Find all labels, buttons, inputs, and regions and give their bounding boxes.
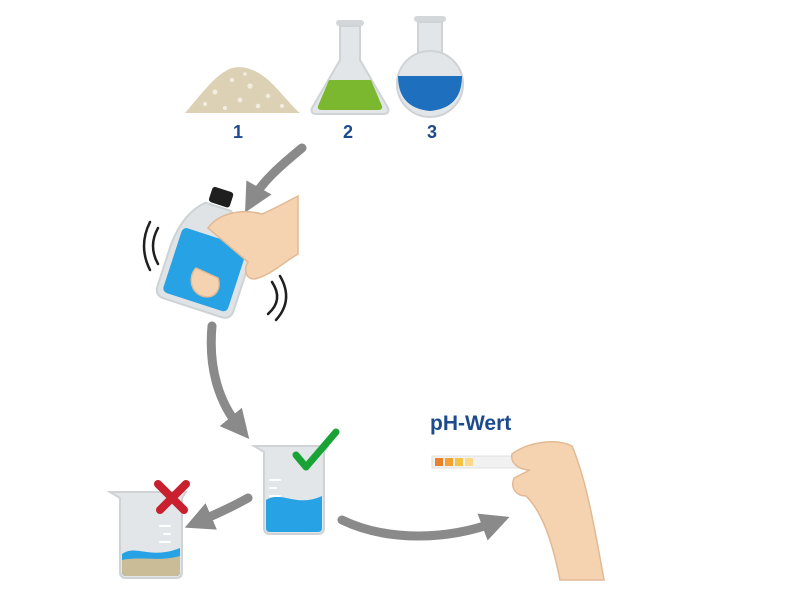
cross-icon: [154, 480, 190, 514]
round-flask-icon: [396, 16, 464, 118]
arrow-to-shaking: [245, 143, 307, 213]
ph-test-strip-icon: [431, 455, 523, 469]
erlenmeyer-flask-icon: [310, 20, 390, 115]
arrow-to-beaker: [206, 321, 250, 440]
ph-value-label: pH-Wert: [430, 412, 512, 435]
step-label-3: 3: [426, 122, 437, 142]
sediment-beaker-icon: [106, 491, 188, 579]
arrow-to-ph: [337, 513, 510, 541]
check-icon: [292, 428, 340, 471]
step-label-2: 2: [342, 122, 353, 142]
step-label-1: 1: [232, 122, 243, 142]
arrow-to-sediment: [184, 493, 253, 530]
shaking-bottle-icon: [142, 186, 299, 322]
soil-pile-icon: [185, 67, 300, 113]
hand-icon: [511, 441, 605, 581]
